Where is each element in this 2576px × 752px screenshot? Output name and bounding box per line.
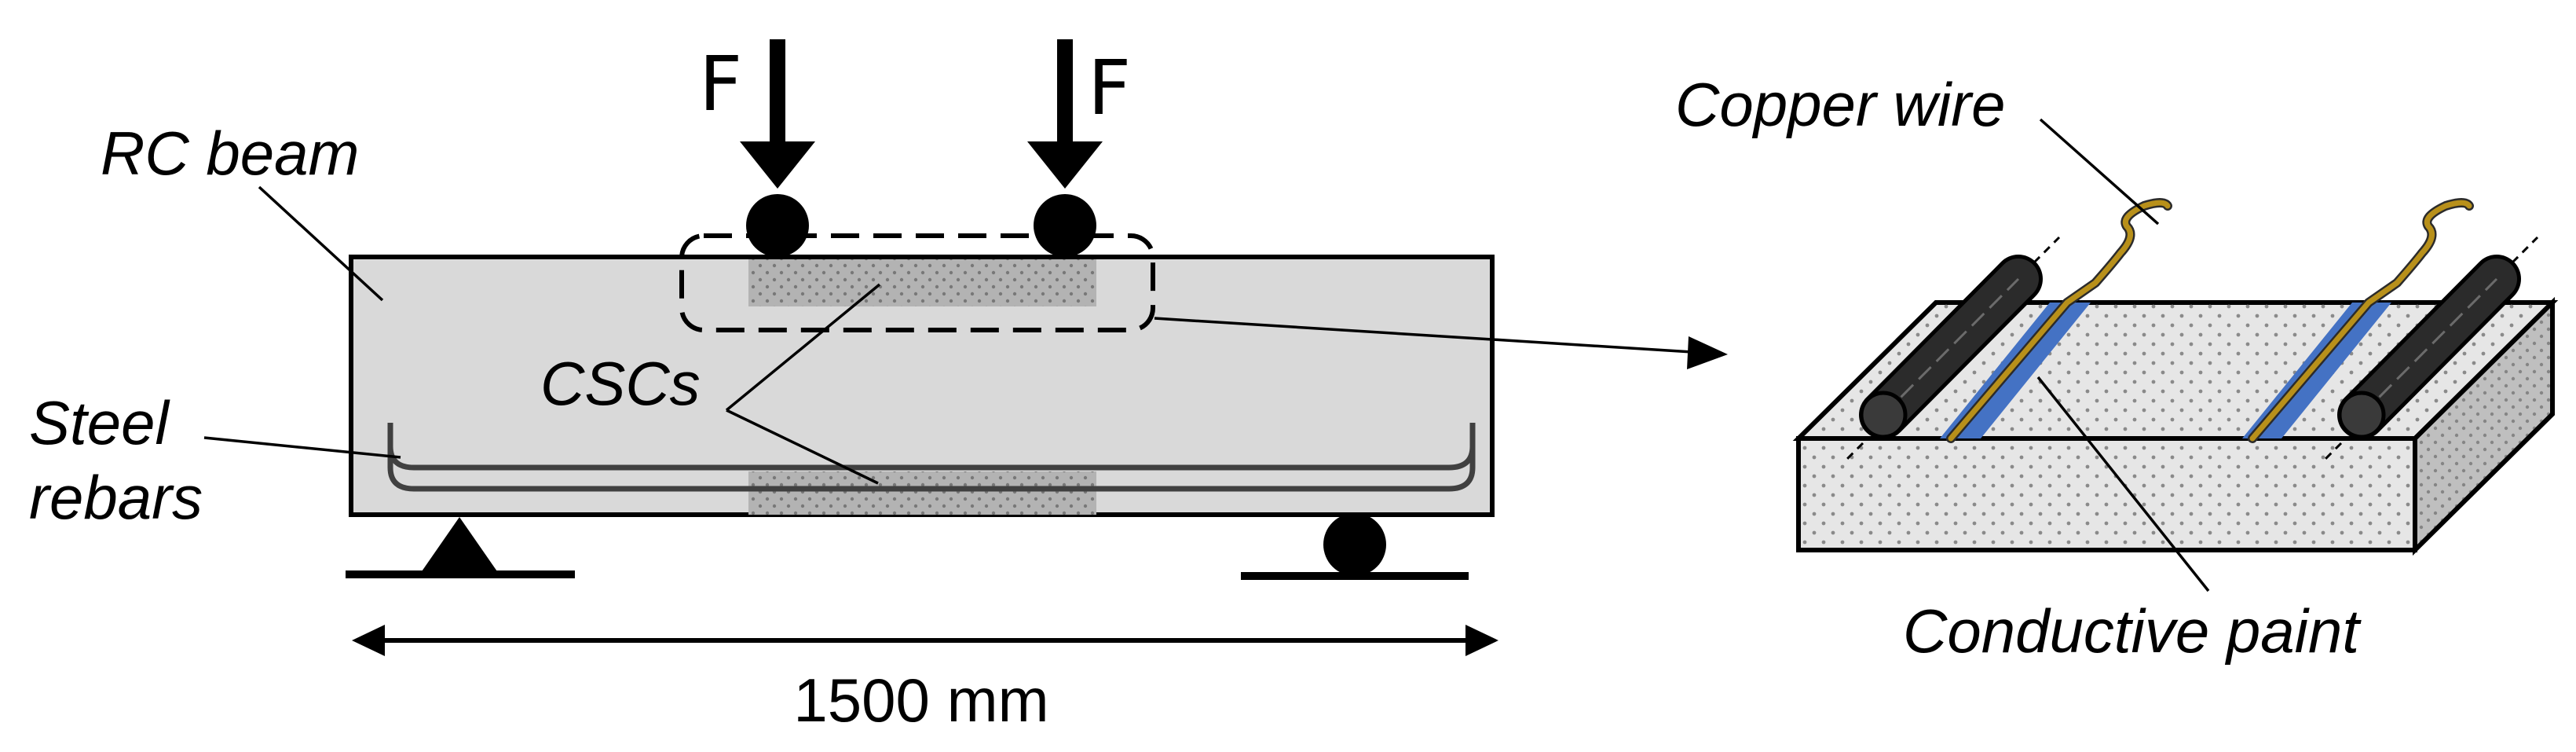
steel-rebar-lower — [387, 444, 1476, 492]
conductive-paint-leader — [2036, 376, 2210, 592]
steel-rebars-label-line1: Steel — [29, 388, 170, 457]
csc-detail-block: Copper wire Conductive paint — [1675, 70, 2559, 666]
force-label-right: F — [1088, 44, 1131, 132]
zoom-region — [679, 233, 1155, 332]
csc-leader-top — [725, 283, 881, 412]
pin-support — [346, 517, 575, 578]
dimension-arrowhead-left — [352, 625, 385, 656]
force-arrow-right — [1027, 39, 1103, 189]
rc-beam-group: F F 1500 mm RC beam Steel rebars CSCs — [29, 39, 1498, 735]
force-arrow-left — [740, 39, 815, 189]
copper-wire-leader — [2039, 118, 2160, 226]
csc-bottom-patch — [748, 471, 1096, 515]
electrode-rod-right — [2324, 236, 2539, 460]
force-label-left: F — [699, 40, 742, 128]
electrode-rod-left — [1846, 236, 2061, 460]
load-roller-right — [1034, 194, 1096, 257]
zoom-pointer-arrowhead — [1687, 336, 1728, 369]
conductive-paint-label: Conductive paint — [1903, 596, 2362, 666]
roller-support — [1241, 513, 1469, 580]
steel-rebars-leader — [203, 436, 401, 459]
csc-top-patch — [748, 259, 1096, 306]
cscs-label: CSCs — [540, 349, 701, 418]
csc-leader-bottom — [726, 409, 879, 485]
zoom-pointer-arrow — [1154, 317, 1693, 354]
copper-wire-label: Copper wire — [1675, 70, 2006, 139]
dimension-arrowhead-right — [1465, 625, 1498, 656]
steel-rebars-label-line2: rebars — [29, 463, 203, 532]
rc-beam-label: RC beam — [101, 119, 359, 188]
load-roller-left — [746, 194, 809, 257]
dimension-label: 1500 mm — [793, 666, 1048, 735]
rc-beam-leader — [258, 185, 384, 302]
